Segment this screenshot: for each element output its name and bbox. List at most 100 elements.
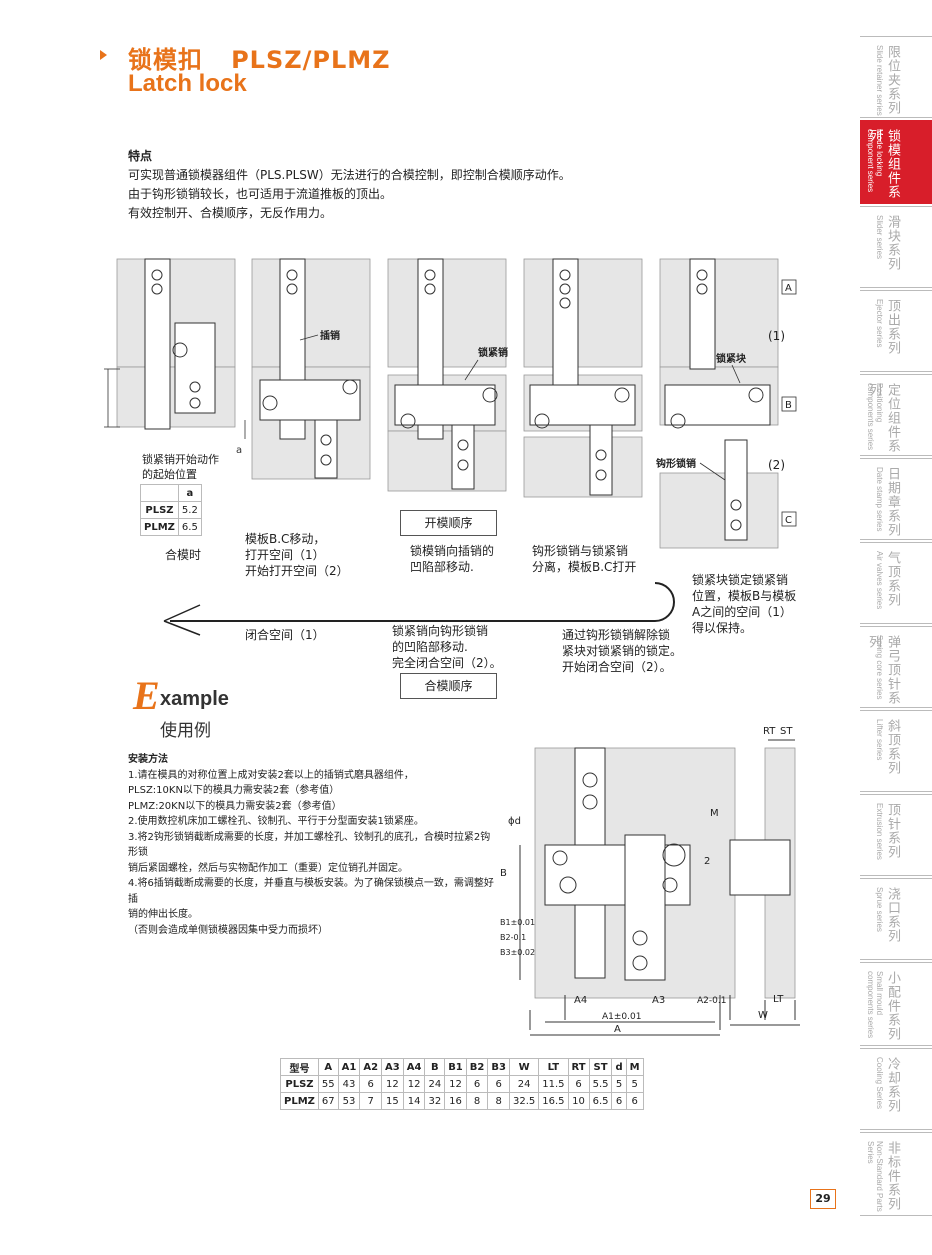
spec-table-header: B1 <box>444 1058 467 1076</box>
spec-table-cell: 6 <box>611 1092 627 1110</box>
offset-table-cell: PLSZ <box>140 501 179 519</box>
spec-table-cell: 12 <box>381 1075 404 1093</box>
spec-table-header: d <box>611 1058 627 1076</box>
install-line: 3.将2钩形锁销截断成需要的长度，并加工螺栓孔、铰制孔的底孔，合模时拉紧2钩形锁 <box>128 831 491 859</box>
spec-table-cell: 6 <box>625 1092 644 1110</box>
offset-table-header: a <box>177 484 202 502</box>
spec-table-cell: 6 <box>567 1075 590 1093</box>
dim-b1: B1±0.01 <box>500 918 535 927</box>
tab-label-cn: 浇口系列 <box>885 887 900 943</box>
spec-table-header-row: 型号 A A1 A2 A3 A4 B B1 B2 B3 W LT RT ST d… <box>280 1058 644 1076</box>
spec-table-header: RT <box>567 1058 590 1076</box>
install-line: 2.使用数控机床加工螺栓孔、铰制孔、平行于分型面安装1锁紧座。 <box>128 816 424 827</box>
tab-label-en: Spring core series <box>875 635 884 700</box>
dim-w: W <box>758 1010 768 1021</box>
dim-a2: A2-0.1 <box>697 996 726 1006</box>
spec-table-header: W <box>508 1058 540 1076</box>
tab-label-cn: 顶针系列 <box>885 803 900 859</box>
spec-table-cell: 8 <box>465 1092 489 1110</box>
pin-label: 插销 <box>320 329 340 342</box>
dim-a4: A4 <box>574 995 587 1006</box>
spec-table-header: B <box>424 1058 446 1076</box>
feature-line: 由于钩形锁销较长，也可适用于流道推板的顶出。 <box>128 187 393 201</box>
spec-table-cell: 15 <box>381 1092 404 1110</box>
step-text: 通过钩形锁销解除锁 紧块对锁紧销的锁定。 开始闭合空间（2）。 <box>562 628 683 674</box>
spec-table-cell: 16 <box>444 1092 467 1110</box>
spec-table-cell: 6 <box>359 1075 383 1093</box>
feature-line: 可实现普通锁模器组件（PLS.PLSW）无法进行的合模控制，即控制合模顺序动作。 <box>128 168 571 182</box>
space-2-mark: (2) <box>768 458 785 472</box>
offset-table-cell: PLMZ <box>140 518 179 536</box>
tab-label-cn: 冷却系列 <box>885 1057 900 1113</box>
install-line: PLSZ:10KN以下的模具力需安装2套（参考值） <box>128 785 340 796</box>
spec-table-cell: 12 <box>402 1075 426 1093</box>
spec-table-header: B3 <box>487 1058 510 1076</box>
start-position-note: 锁紧销开始动作 的起始位置 <box>142 453 219 481</box>
hook-pin-label: 钩形锁销 <box>656 457 696 470</box>
example-title-cn: 使用例 <box>160 721 211 741</box>
spec-table-cell: 32.5 <box>508 1092 540 1110</box>
plate-c-label: C <box>785 515 792 526</box>
tab-label-en: Positioning components series <box>866 383 884 451</box>
dim-a3: A3 <box>652 995 665 1006</box>
spec-table-cell: 43 <box>337 1075 361 1093</box>
tab-label-cn: 斜顶系列 <box>885 719 900 775</box>
example-title: xample <box>160 688 229 710</box>
dim-b: B <box>500 868 507 879</box>
spec-table: 型号 A A1 A2 A3 A4 B B1 B2 B3 W LT RT ST d… <box>280 1058 644 1110</box>
spec-table-header: B2 <box>465 1058 489 1076</box>
tab-label-en: Lifter series <box>875 719 884 761</box>
tab-label-cn: 锁模组件系列 <box>866 129 900 199</box>
spec-table-header: A <box>317 1058 339 1076</box>
install-line: （否则会造成单侧锁模器因集中受力而损坏） <box>128 924 328 936</box>
spec-table-header: A4 <box>402 1058 426 1076</box>
tab-label-cn: 小配件系列 <box>885 971 900 1041</box>
tab-label-cn: 定位组件系列 <box>866 383 900 453</box>
tab-label-cn: 日期章系列 <box>885 467 900 537</box>
install-heading: 安装方法 <box>128 754 168 765</box>
spec-table-cell: 67 <box>317 1092 339 1110</box>
process-flow-arrow <box>163 582 675 636</box>
install-line: 销的伸出长度。 <box>128 909 198 920</box>
offset-table-cell: 5.2 <box>177 501 202 519</box>
open-sequence-label: 开模顺序 <box>400 510 497 536</box>
sequence-diagram: ℓ a 插销 锁紧销 锁紧块 钩形锁销 A B C (1) (2) <box>104 258 797 549</box>
spec-table-cell: 8 <box>487 1092 510 1110</box>
spec-table-cell: 5 <box>611 1075 627 1093</box>
plate-b-label: B <box>785 400 792 411</box>
step-text: 锁模销向插销的 凹陷部移动. <box>410 544 495 574</box>
spec-table-header: ST <box>588 1058 613 1076</box>
spec-table-cell: 7 <box>359 1092 383 1110</box>
tab-label-en: Air valves series <box>875 551 884 610</box>
spec-table-header: A3 <box>381 1058 404 1076</box>
offset-table-cell: 6.5 <box>177 518 202 536</box>
tab-label-en: Slide retainer series <box>875 45 884 116</box>
spec-table-cell: 5.5 <box>588 1075 613 1093</box>
spec-table-header: LT <box>538 1058 569 1076</box>
tab-label-en: Mode locking component series <box>866 129 884 193</box>
step-text: 闭合空间（1） <box>245 628 325 642</box>
dim-a-label: a <box>236 445 242 456</box>
spec-table-cell: 5 <box>625 1075 644 1093</box>
spec-table-cell: 55 <box>317 1075 339 1093</box>
step-text: 钩形锁销与锁紧销 分离，模板B.C打开 <box>532 544 637 574</box>
tab-label-cn: 限位夹系列 <box>885 45 900 115</box>
lock-pin-label: 锁紧销 <box>478 346 508 359</box>
page-title-cn: 锁模扣 PLSZ/PLMZ <box>128 46 391 74</box>
dim-b3: B3±0.02 <box>500 948 535 957</box>
dim-a: A <box>614 1024 621 1035</box>
